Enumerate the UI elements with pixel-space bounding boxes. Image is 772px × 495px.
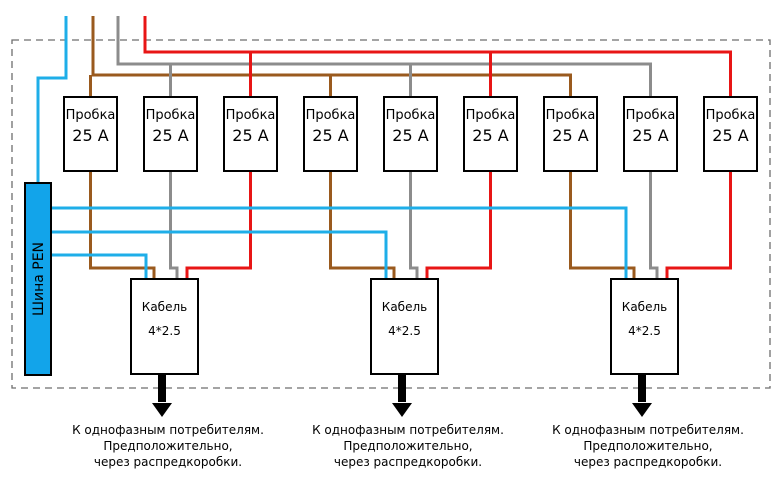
cable-body	[370, 278, 439, 375]
fuse-8: Пробка 25 А	[623, 96, 678, 172]
fuse-row: Пробка 25 А Пробка 25 А Пробка 25 А Пробка 25 А…	[63, 96, 758, 172]
fuse-to-cable-wire-2	[169, 171, 179, 279]
cable-spec: 4*2.5	[148, 324, 181, 338]
fuse-to-cable-wire-4	[329, 171, 396, 279]
output-arrows	[152, 374, 652, 417]
enclosure-boundary	[11, 39, 771, 389]
note-line: К однофазным потребителям.	[312, 423, 504, 437]
feed-red-wire	[143, 16, 732, 97]
fuse-label: Пробка	[386, 108, 436, 123]
note-line: через распредкоробки.	[94, 455, 242, 469]
cable-label: Кабель	[142, 300, 187, 314]
fuse-to-cable-wire-6	[425, 171, 492, 279]
fuse-label: Пробка	[546, 108, 596, 123]
fuse-to-cable-wire-3	[185, 171, 252, 279]
fuse-body	[463, 96, 518, 172]
cable-spec: 4*2.5	[388, 324, 421, 338]
cable-label: Кабель	[382, 300, 427, 314]
cable-2: Кабель 4*2.5	[370, 278, 439, 375]
fuse-body	[623, 96, 678, 172]
cable-3: Кабель 4*2.5	[610, 278, 679, 375]
pen-bus-bar	[24, 182, 52, 376]
fuse-body	[223, 96, 278, 172]
cable-row: Кабель 4*2.5 Кабель 4*2.5 Кабель 4*2.5	[130, 278, 679, 375]
fuse-to-cable-wire-9	[665, 171, 732, 279]
fuse-3: Пробка 25 А	[223, 96, 278, 172]
fuse-body	[63, 96, 118, 172]
note-line: Предположительно,	[583, 439, 712, 453]
consumer-notes: К однофазным потребителям. Предположитель…	[72, 423, 744, 469]
fuse-4: Пробка 25 А	[303, 96, 358, 172]
fuse-rating: 25 А	[312, 126, 348, 145]
fuse-label: Пробка	[226, 108, 276, 123]
feed-neutral-wire	[36, 16, 68, 183]
fuse-label: Пробка	[466, 108, 516, 123]
fuse-rating: 25 А	[632, 126, 668, 145]
cable-label: Кабель	[622, 300, 667, 314]
neutral-to-cable-wire-2	[51, 230, 388, 279]
wires	[36, 16, 732, 279]
fuse-rating: 25 А	[72, 126, 108, 145]
cable-spec: 4*2.5	[628, 324, 661, 338]
note-line: Предположительно,	[343, 439, 472, 453]
fuse-1: Пробка 25 А	[63, 96, 118, 172]
down-arrow-icon	[632, 374, 652, 417]
cable-body	[130, 278, 199, 375]
note-line: К однофазным потребителям.	[72, 423, 264, 437]
down-arrow-icon	[392, 374, 412, 417]
fuse-label: Пробка	[146, 108, 196, 123]
fuse-label: Пробка	[626, 108, 676, 123]
fuse-rating: 25 А	[232, 126, 268, 145]
cable-body	[610, 278, 679, 375]
note-line: К однофазным потребителям.	[552, 423, 744, 437]
fuse-body	[703, 96, 758, 172]
fuse-body	[303, 96, 358, 172]
fuse-to-cable-wire-5	[409, 171, 419, 279]
pen-bus: Шина PEN	[24, 182, 52, 376]
note-line: через распредкоробки.	[334, 455, 482, 469]
fuse-6: Пробка 25 А	[463, 96, 518, 172]
fuse-rating: 25 А	[472, 126, 508, 145]
neutral-to-cable-wire-1	[51, 253, 148, 279]
fuse-9: Пробка 25 А	[703, 96, 758, 172]
neutral-to-cable-wire-3	[51, 206, 628, 279]
consumer-note-1: К однофазным потребителям. Предположитель…	[72, 423, 264, 469]
fuse-label: Пробка	[306, 108, 356, 123]
down-arrow-icon	[152, 374, 172, 417]
fuse-rating: 25 А	[152, 126, 188, 145]
fuse-label: Пробка	[706, 108, 756, 123]
fuse-rating: 25 А	[552, 126, 588, 145]
fuse-7: Пробка 25 А	[543, 96, 598, 172]
note-line: Предположительно,	[103, 439, 232, 453]
fuse-to-cable-wire-1	[89, 171, 156, 279]
fuse-5: Пробка 25 А	[383, 96, 438, 172]
consumer-note-3: К однофазным потребителям. Предположитель…	[552, 423, 744, 469]
fuse-body	[543, 96, 598, 172]
fuse-label: Пробка	[66, 108, 116, 123]
fuse-body	[383, 96, 438, 172]
fuse-rating: 25 А	[392, 126, 428, 145]
consumer-note-2: К однофазным потребителям. Предположитель…	[312, 423, 504, 469]
pen-bus-label: Шина PEN	[31, 242, 47, 316]
fuse-2: Пробка 25 А	[143, 96, 198, 172]
fuse-rating: 25 А	[712, 126, 748, 145]
fuse-to-cable-wire-8	[649, 171, 659, 279]
fuse-to-cable-wire-7	[569, 171, 636, 279]
cable-1: Кабель 4*2.5	[130, 278, 199, 375]
note-line: через распредкоробки.	[574, 455, 722, 469]
fuse-body	[143, 96, 198, 172]
